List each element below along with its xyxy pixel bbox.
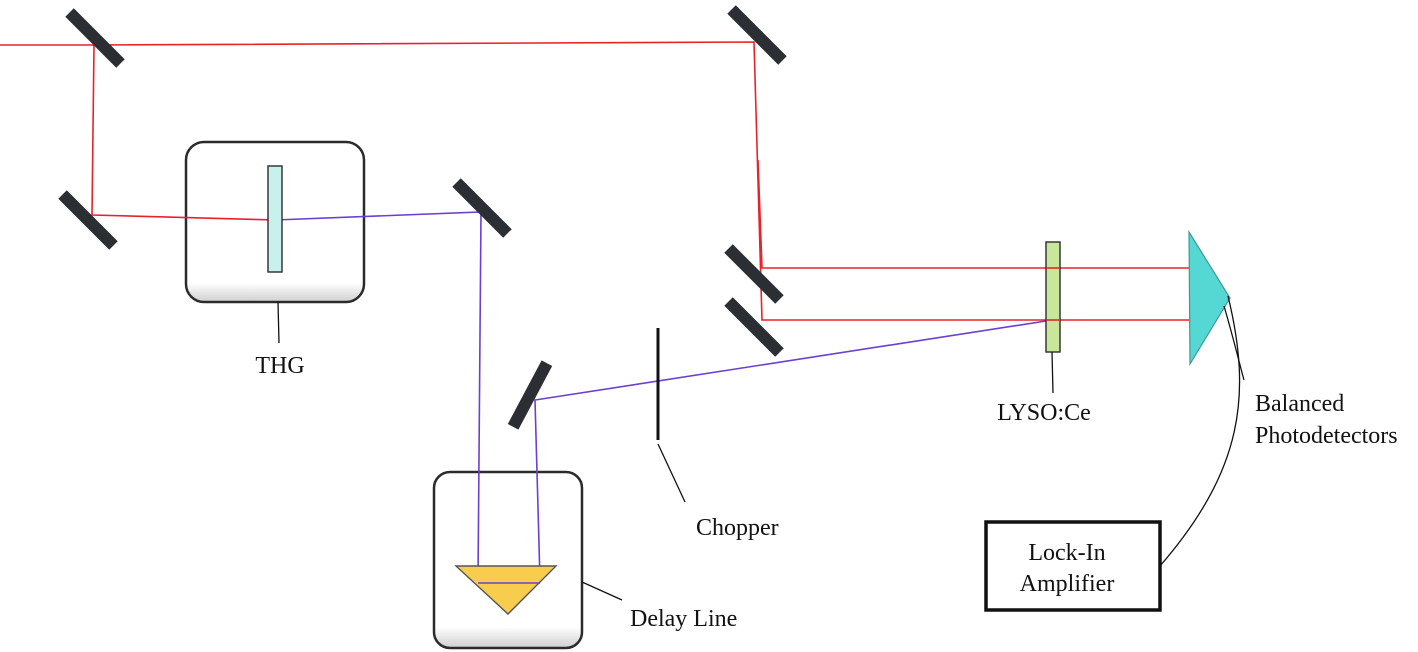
- mirror-input: [65, 8, 125, 68]
- fundamental-to-thg-beam: [91, 44, 276, 221]
- thg-label: THG: [255, 353, 304, 379]
- lyso-leader: [1051, 351, 1054, 394]
- lockin-label-line2: Amplifier: [1020, 571, 1115, 597]
- probe-beam-upper: [757, 159, 1192, 269]
- lyso-crystal: [1045, 241, 1061, 353]
- thg-leader: [277, 301, 280, 344]
- lockin-label-line1: Lock-In: [1028, 540, 1105, 566]
- mirror-top-right: [727, 5, 787, 65]
- mirror-third-harmonic: [452, 178, 512, 238]
- detector-cable-1: [1159, 295, 1241, 567]
- detectors-label-line2: Photodetectors: [1255, 423, 1398, 449]
- delay-line-label: Delay Line: [630, 606, 737, 632]
- retroreflector-prism: [454, 565, 558, 615]
- detectors-label-line1: Balanced: [1255, 391, 1344, 417]
- mirror-thg-feed: [58, 190, 118, 250]
- mirror-probe-lower: [724, 297, 784, 357]
- thg-crystal: [267, 165, 283, 273]
- mirror-delay-output: [507, 360, 553, 430]
- delay-line-leader: [581, 581, 623, 601]
- chopper-label: Chopper: [696, 515, 779, 541]
- lyso-label: LYSO:Ce: [997, 400, 1091, 426]
- balanced-photodetectors: [1188, 229, 1231, 367]
- lock-in-amplifier-box: [984, 520, 1162, 612]
- detector-cable-2: [1223, 305, 1245, 381]
- delay-line-housing: [432, 470, 584, 650]
- chopper-leader: [657, 443, 686, 503]
- mirror-probe-upper: [724, 244, 784, 304]
- fundamental-input-beam: [0, 41, 1190, 321]
